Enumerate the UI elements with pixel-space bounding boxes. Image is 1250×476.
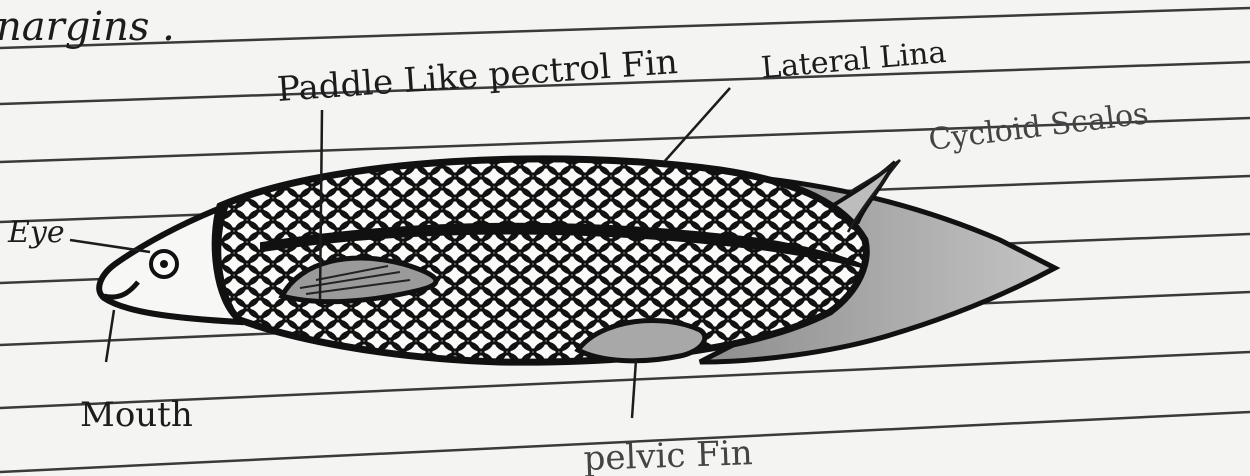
label-mouth: Mouth <box>80 395 193 435</box>
heading-fragment: nargins . <box>0 4 175 50</box>
label-lateral-line: Lateral Lina <box>760 35 948 86</box>
label-pelvic-fin: pelvic Fin <box>583 433 753 476</box>
label-cycloid-scales: Cycloid Scalos <box>927 96 1151 158</box>
label-pectoral-fin: Paddle Like pectrol Fin <box>276 42 679 110</box>
label-eye: Eye <box>7 215 65 250</box>
